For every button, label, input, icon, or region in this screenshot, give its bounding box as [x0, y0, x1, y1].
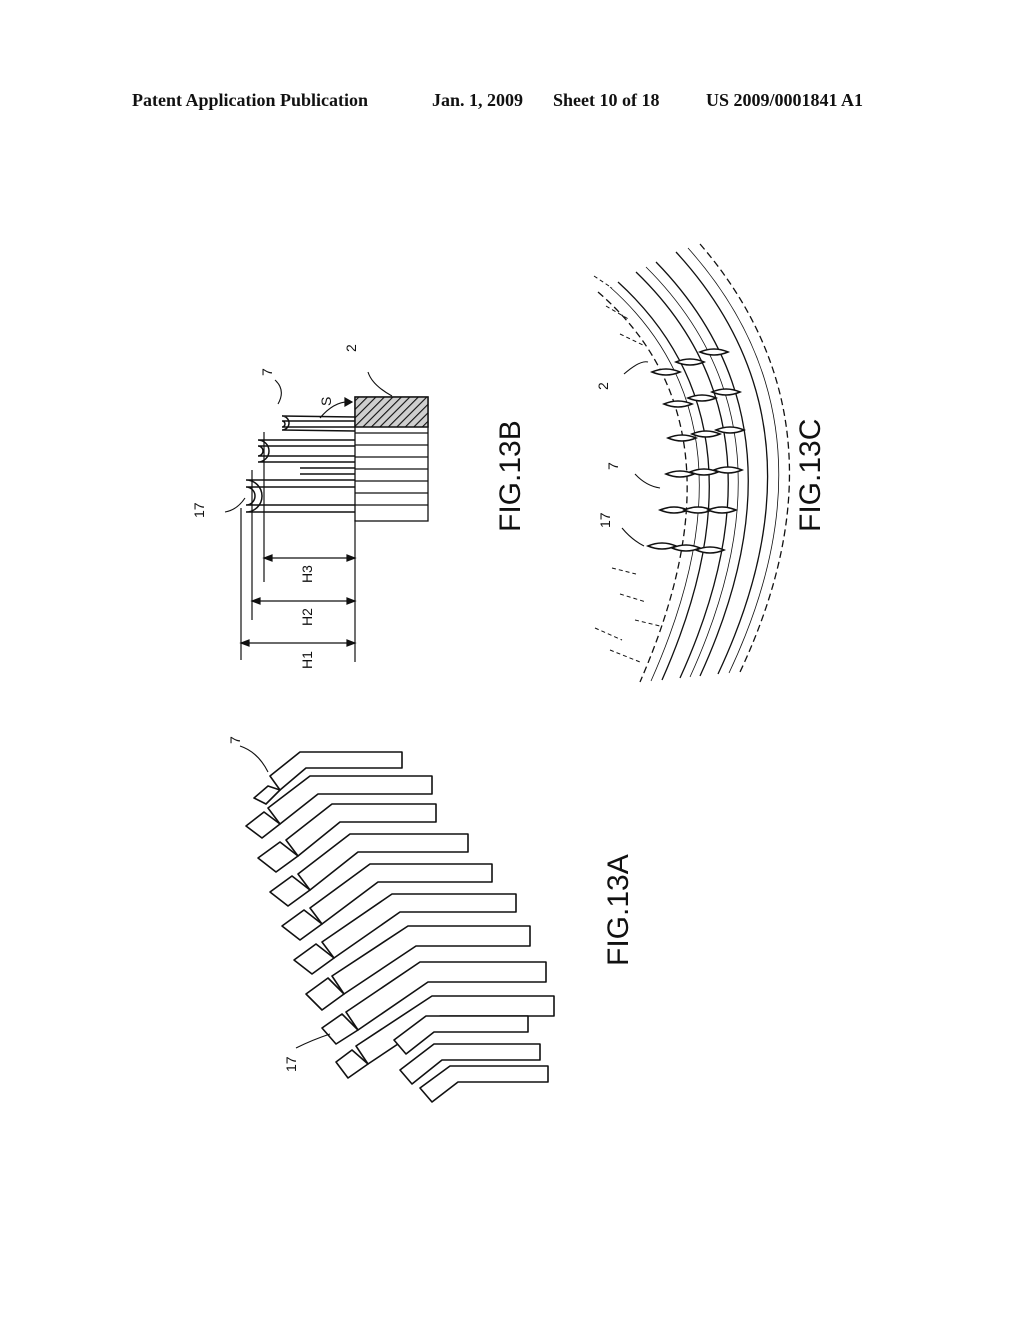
leader-lines	[224, 371, 393, 513]
fig13c-label-7: 7	[605, 462, 621, 470]
fig13c-caption: FIG.13C	[794, 419, 827, 532]
fig13b-label-h1: H1	[299, 651, 315, 669]
fig13b-label-s: S	[318, 397, 334, 406]
coil-segment	[321, 961, 547, 1045]
coil-loops	[245, 415, 356, 513]
fig13a-leaders	[239, 745, 331, 1049]
coil-segment	[269, 833, 469, 907]
figure-13c	[593, 243, 791, 683]
coil-segment	[245, 775, 433, 839]
insulator-hatched-block	[354, 396, 429, 428]
dimension-lines	[239, 396, 357, 662]
sheet-number: Sheet 10 of 18	[553, 90, 660, 110]
coil-tails	[393, 1015, 549, 1103]
core-arc	[597, 243, 791, 683]
coil-segment	[257, 803, 437, 873]
coil-crossovers	[645, 348, 747, 554]
fig13a-caption: FIG.13A	[602, 854, 635, 966]
fig13a-label-7: 7	[227, 736, 243, 744]
fig13b-label-h3: H3	[299, 565, 315, 583]
fig13c-label-2: 2	[595, 382, 611, 390]
figure-13a	[245, 751, 555, 1103]
fig13b-label-17: 17	[191, 502, 207, 518]
fig13c-leaders	[621, 361, 661, 547]
slot-marks	[593, 275, 661, 663]
fig13b-label-h2: H2	[299, 608, 315, 626]
publication-date: Jan. 1, 2009	[432, 90, 524, 110]
publication-number: US 2009/0001841 A1	[706, 90, 864, 110]
coil-segment	[335, 995, 555, 1079]
coil-segment	[281, 863, 493, 941]
coil-segment	[253, 751, 403, 805]
fig13c-label-17: 17	[597, 512, 613, 528]
fig13b-caption: FIG.13B	[494, 420, 527, 532]
fig13a-label-17: 17	[283, 1056, 299, 1072]
fig13b-label-2: 2	[343, 344, 359, 352]
figure-13b: 7 17 2 S H1 H2 H3 FIG.13B	[191, 344, 527, 669]
fig13b-label-7: 7	[259, 368, 275, 376]
coil-segment	[305, 925, 531, 1011]
publication-title: Patent Application Publication	[132, 90, 369, 110]
coil-segment	[293, 893, 517, 975]
